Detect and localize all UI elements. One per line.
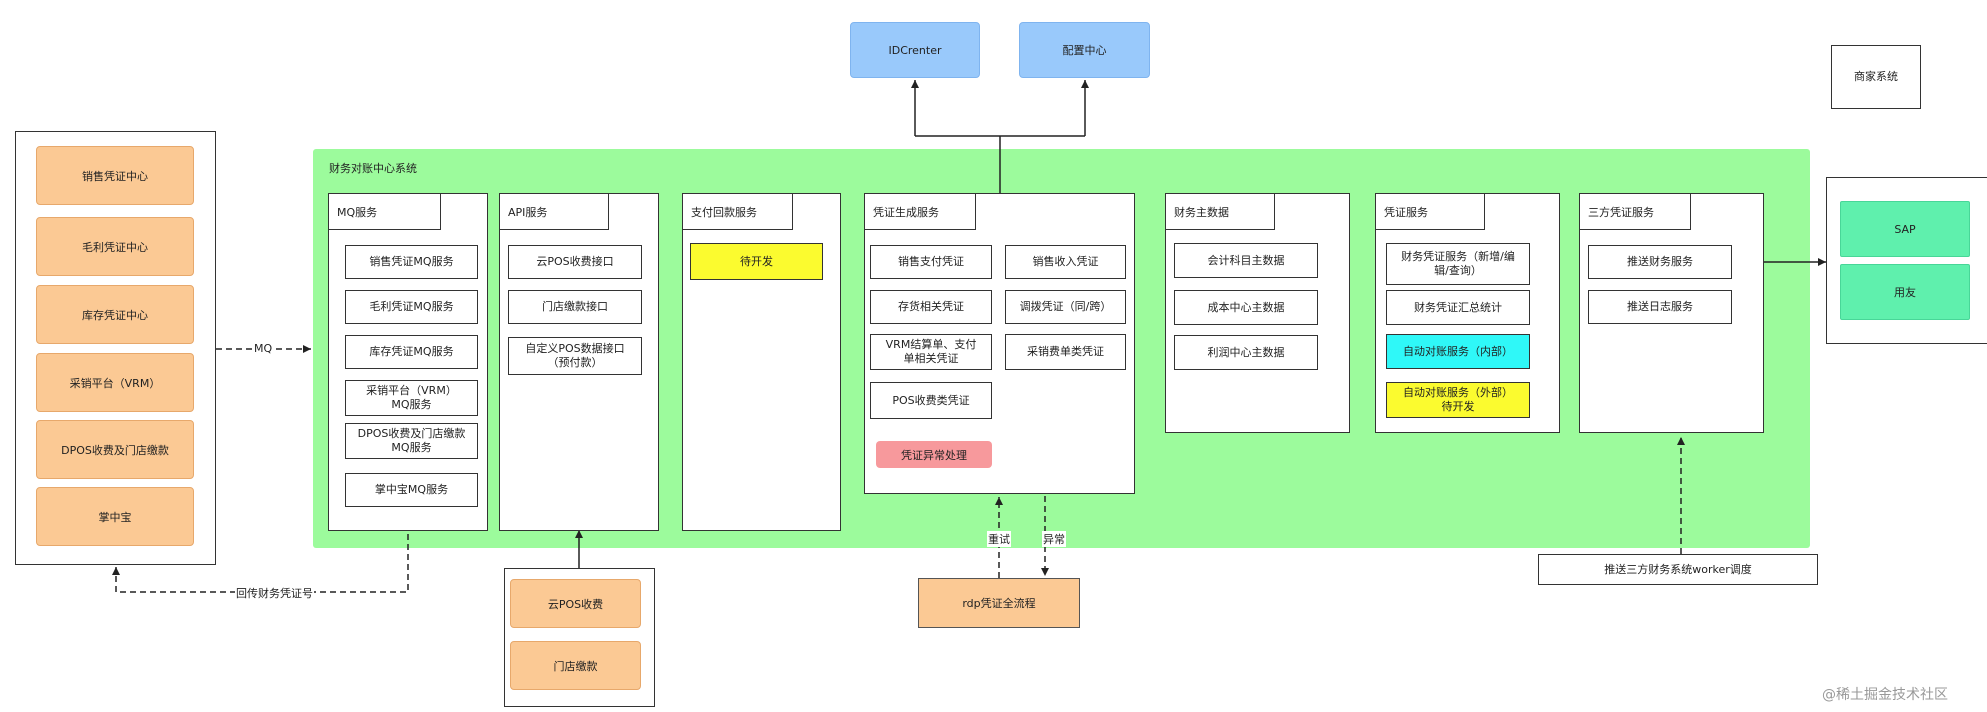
mq-inventory[interactable]: 库存凭证MQ服务: [345, 335, 478, 369]
exception-label: 异常: [1042, 531, 1066, 547]
third-party-title: 三方凭证服务: [1579, 193, 1691, 230]
api-service-title: API服务: [499, 193, 609, 230]
mq-dpos[interactable]: DPOS收费及门店缴款 MQ服务: [345, 423, 478, 459]
source-dpos-payment[interactable]: DPOS收费及门店缴款: [36, 420, 194, 479]
voucher-sales-payment[interactable]: 销售支付凭证: [870, 245, 992, 279]
api-store-payment[interactable]: 门店缴款接口: [508, 290, 642, 324]
voucher-sales-revenue[interactable]: 销售收入凭证: [1005, 245, 1126, 279]
voucher-inventory[interactable]: 存货相关凭证: [870, 290, 992, 324]
sap-box[interactable]: SAP: [1840, 201, 1970, 257]
source-vrm-platform[interactable]: 采销平台（VRM）: [36, 353, 194, 412]
merchant-system-box[interactable]: 商家系统: [1831, 45, 1921, 109]
mq-edge-label: MQ: [253, 342, 274, 355]
mq-vrm[interactable]: 采销平台（VRM） MQ服务: [345, 380, 478, 416]
voucher-summary-stats[interactable]: 财务凭证汇总统计: [1386, 290, 1530, 325]
return-voucher-label: 回传财务凭证号: [235, 585, 314, 601]
master-cost-center[interactable]: 成本中心主数据: [1174, 290, 1318, 325]
watermark-text: @稀土掘金技术社区: [1822, 687, 1948, 703]
idcenter-box[interactable]: IDCrenter: [850, 22, 980, 78]
mq-zhangzhongbao[interactable]: 掌中宝MQ服务: [345, 473, 478, 507]
voucher-vrm-settlement[interactable]: VRM结算单、支付 单相关凭证: [870, 334, 992, 370]
source-sales-voucher[interactable]: 销售凭证中心: [36, 146, 194, 205]
auto-reconcile-internal[interactable]: 自动对账服务（内部）: [1386, 334, 1530, 369]
api-cloud-pos[interactable]: 云POS收费接口: [508, 245, 642, 279]
payment-service-title: 支付回款服务: [682, 193, 793, 230]
master-profit-center[interactable]: 利润中心主数据: [1174, 335, 1318, 370]
mq-sales-voucher[interactable]: 销售凭证MQ服务: [345, 245, 478, 279]
master-data-title: 财务主数据: [1165, 193, 1275, 230]
api-custom-pos[interactable]: 自定义POS数据接口 （预付款）: [508, 337, 642, 375]
mq-gross-profit[interactable]: 毛利凭证MQ服务: [345, 290, 478, 324]
source-gross-profit-voucher[interactable]: 毛利凭证中心: [36, 217, 194, 276]
store-payment[interactable]: 门店缴款: [510, 641, 641, 690]
master-accounts[interactable]: 会计科目主数据: [1174, 243, 1318, 278]
voucher-purchase-fees[interactable]: 采销费单类凭证: [1005, 334, 1126, 370]
payment-todo[interactable]: 待开发: [690, 243, 823, 280]
voucher-transfer[interactable]: 调拨凭证（同/跨）: [1005, 290, 1126, 324]
source-inventory-voucher[interactable]: 库存凭证中心: [36, 285, 194, 344]
yonyou-box[interactable]: 用友: [1840, 264, 1970, 320]
retry-label: 重试: [987, 531, 1011, 547]
auto-reconcile-external[interactable]: 自动对账服务（外部） 待开发: [1386, 382, 1530, 418]
push-log-service[interactable]: 推送日志服务: [1588, 290, 1732, 324]
voucher-exception-handling[interactable]: 凭证异常处理: [876, 441, 992, 468]
mq-service-title: MQ服务: [328, 193, 441, 230]
push-finance-service[interactable]: 推送财务服务: [1588, 245, 1732, 279]
voucher-gen-title: 凭证生成服务: [864, 193, 976, 230]
config-center-box[interactable]: 配置中心: [1019, 22, 1150, 78]
main-system-title: 财务对账中心系统: [329, 162, 417, 175]
voucher-pos-fees[interactable]: POS收费类凭证: [870, 382, 992, 419]
worker-schedule-box[interactable]: 推送三方财务系统worker调度: [1538, 554, 1818, 585]
cloud-pos-fee[interactable]: 云POS收费: [510, 579, 641, 628]
rdp-voucher-flow[interactable]: rdp凭证全流程: [918, 578, 1080, 628]
voucher-service-title: 凭证服务: [1375, 193, 1485, 230]
voucher-crud-service[interactable]: 财务凭证服务（新增/编 辑/查询）: [1386, 243, 1530, 285]
line-to-top: [915, 135, 1085, 194]
source-zhangzhongbao[interactable]: 掌中宝: [36, 487, 194, 546]
